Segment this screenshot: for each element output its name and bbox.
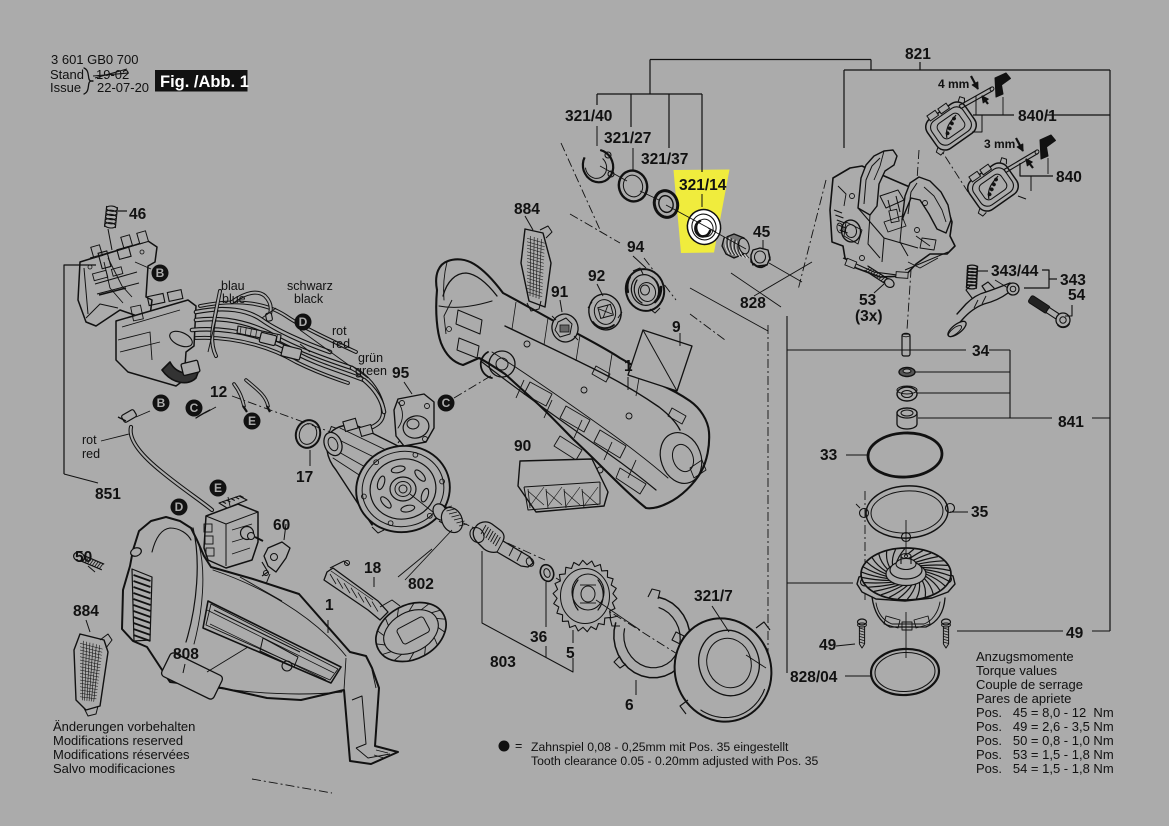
svg-text:Couple de serrage: Couple de serrage bbox=[976, 677, 1083, 692]
svg-text:Stand: Stand bbox=[50, 67, 84, 82]
svg-text:red: red bbox=[82, 447, 100, 461]
svg-text:Torque values: Torque values bbox=[976, 663, 1057, 678]
svg-text:Issue: Issue bbox=[50, 80, 81, 95]
svg-text:rot: rot bbox=[82, 433, 97, 447]
svg-text:321/27: 321/27 bbox=[604, 130, 651, 147]
svg-text:C: C bbox=[442, 396, 451, 410]
svg-text:321/14: 321/14 bbox=[679, 177, 727, 194]
svg-text:1: 1 bbox=[624, 358, 633, 375]
svg-text:343: 343 bbox=[1060, 272, 1086, 289]
svg-text:802: 802 bbox=[408, 576, 434, 593]
svg-text:12: 12 bbox=[210, 384, 227, 401]
svg-text:Pos. 53 = 1,5 - 1,8 Nm: Pos. 53 = 1,5 - 1,8 Nm bbox=[976, 747, 1114, 762]
svg-text:49: 49 bbox=[819, 637, 837, 654]
svg-text:Anzugsmomente: Anzugsmomente bbox=[976, 649, 1074, 664]
svg-text:18: 18 bbox=[364, 560, 382, 577]
svg-text:17: 17 bbox=[296, 469, 313, 486]
svg-text:45: 45 bbox=[753, 224, 771, 241]
svg-text:blau: blau bbox=[221, 279, 245, 293]
svg-text:Zahnspiel 0,08 - 0,25mm mit Po: Zahnspiel 0,08 - 0,25mm mit Pos. 35 eing… bbox=[531, 740, 789, 754]
svg-text:50: 50 bbox=[75, 549, 92, 566]
svg-text:Pos. 49 = 2,6 - 3,5 Nm: Pos. 49 = 2,6 - 3,5 Nm bbox=[976, 719, 1114, 734]
svg-text:22-07-20: 22-07-20 bbox=[97, 80, 149, 95]
svg-text:green: green bbox=[355, 364, 387, 378]
svg-text:94: 94 bbox=[627, 239, 645, 256]
svg-text:red: red bbox=[332, 337, 350, 351]
svg-text:Salvo modificaciones: Salvo modificaciones bbox=[53, 761, 176, 776]
svg-text:(3x): (3x) bbox=[855, 308, 883, 325]
svg-text:3 601 GB0 700: 3 601 GB0 700 bbox=[51, 52, 138, 67]
svg-text:5: 5 bbox=[566, 645, 575, 662]
svg-text:Änderungen vorbehalten: Änderungen vorbehalten bbox=[53, 719, 195, 734]
svg-text:9: 9 bbox=[672, 319, 681, 336]
svg-text:841: 841 bbox=[1058, 414, 1084, 431]
svg-text:4 mm: 4 mm bbox=[938, 77, 969, 91]
svg-text:34: 34 bbox=[972, 343, 990, 360]
svg-text:blue: blue bbox=[222, 292, 246, 306]
svg-text:321/40: 321/40 bbox=[565, 108, 612, 125]
svg-text:828: 828 bbox=[740, 295, 766, 312]
svg-text:Modifications réservées: Modifications réservées bbox=[53, 747, 190, 762]
svg-text:49: 49 bbox=[1066, 625, 1084, 642]
svg-text:36: 36 bbox=[530, 629, 548, 646]
svg-text:54: 54 bbox=[1068, 287, 1086, 304]
svg-text:91: 91 bbox=[551, 284, 569, 301]
svg-text:35: 35 bbox=[971, 504, 989, 521]
svg-text:828/04: 828/04 bbox=[790, 669, 838, 686]
svg-text:803: 803 bbox=[490, 654, 516, 671]
svg-text:92: 92 bbox=[588, 268, 605, 285]
svg-text:D: D bbox=[299, 315, 308, 329]
svg-text:46: 46 bbox=[129, 206, 147, 223]
svg-text:Pares de apriete: Pares de apriete bbox=[976, 691, 1071, 706]
svg-text:884: 884 bbox=[73, 603, 99, 620]
svg-text:840/1: 840/1 bbox=[1018, 108, 1057, 125]
svg-text:60: 60 bbox=[273, 517, 290, 534]
svg-text:rot: rot bbox=[332, 324, 347, 338]
svg-text:D: D bbox=[175, 500, 184, 514]
svg-text:E: E bbox=[248, 414, 256, 428]
svg-text:Pos. 50 = 0,8 - 1,0 Nm: Pos. 50 = 0,8 - 1,0 Nm bbox=[976, 733, 1114, 748]
svg-text:6: 6 bbox=[625, 697, 634, 714]
svg-text:90: 90 bbox=[514, 438, 531, 455]
svg-text:851: 851 bbox=[95, 486, 121, 503]
svg-text:Fig. /Abb. 1: Fig. /Abb. 1 bbox=[160, 73, 249, 91]
svg-text:=: = bbox=[515, 739, 522, 753]
svg-text:Pos. 45 = 8,0 - 12 Nm: Pos. 45 = 8,0 - 12 Nm bbox=[976, 705, 1114, 720]
svg-text:Pos. 54 = 1,5 - 1,8 Nm: Pos. 54 = 1,5 - 1,8 Nm bbox=[976, 761, 1114, 776]
svg-text:343/44: 343/44 bbox=[991, 263, 1039, 280]
svg-text:B: B bbox=[157, 396, 166, 410]
svg-text:808: 808 bbox=[173, 646, 199, 663]
svg-text:840: 840 bbox=[1056, 169, 1082, 186]
svg-text:95: 95 bbox=[392, 365, 410, 382]
svg-text:53: 53 bbox=[859, 292, 877, 309]
svg-text:grün: grün bbox=[358, 351, 383, 365]
svg-text:schwarz: schwarz bbox=[287, 279, 333, 293]
svg-text:E: E bbox=[214, 481, 222, 495]
svg-text:C: C bbox=[190, 401, 199, 415]
svg-text:33: 33 bbox=[820, 447, 838, 464]
svg-text:3 mm: 3 mm bbox=[984, 137, 1015, 151]
svg-text:1: 1 bbox=[325, 597, 334, 614]
svg-text:Tooth clearance 0.05 - 0.20mm: Tooth clearance 0.05 - 0.20mm adjusted w… bbox=[531, 754, 818, 768]
svg-text:black: black bbox=[294, 292, 324, 306]
svg-text:B: B bbox=[156, 266, 165, 280]
svg-text:884: 884 bbox=[514, 201, 540, 218]
svg-text:Modifications reserved: Modifications reserved bbox=[53, 733, 183, 748]
svg-text:321/37: 321/37 bbox=[641, 151, 688, 168]
svg-text:321/7: 321/7 bbox=[694, 588, 733, 605]
svg-text:821: 821 bbox=[905, 46, 931, 63]
